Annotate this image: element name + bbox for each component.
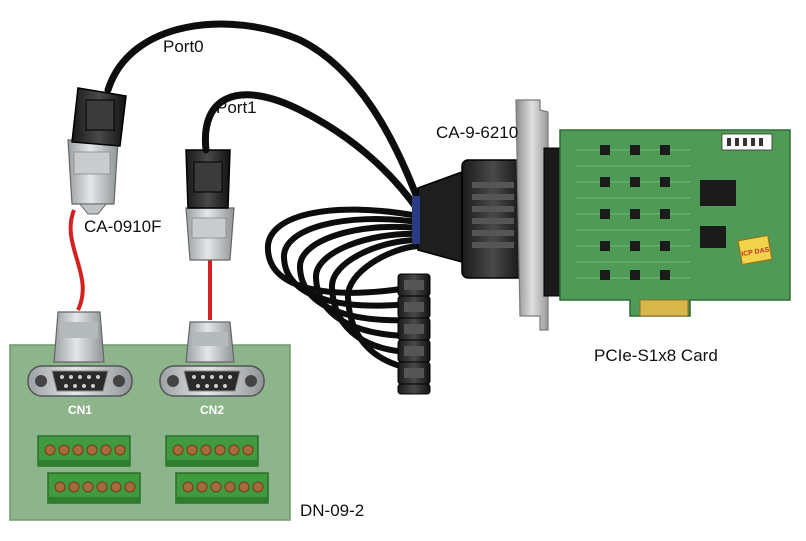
ca-0910f-socket-port1 (185, 207, 235, 261)
terminal-block-icon (37, 435, 131, 467)
db9-connector-icon (53, 311, 105, 363)
port0-label: Port0 (163, 37, 204, 56)
dn-09-2-board: CN1 CN2 (9, 344, 291, 521)
port1-plug-db9-connector-icon (185, 149, 231, 209)
cn2-label: CN2 (200, 403, 224, 417)
icp-das-logo-icon: ICP DAS (737, 234, 773, 266)
port0-plug-db9-connector-icon (71, 87, 127, 147)
db9-connector-icon (397, 273, 431, 395)
terminal-block-icon (47, 472, 141, 504)
red-cable-cn1 (68, 209, 85, 311)
icp-das-logo-text: ICP DAS (741, 247, 770, 259)
db37-connector-icon (412, 159, 543, 279)
cn1-label: CN1 (68, 403, 92, 417)
terminal-block-icon (165, 435, 259, 467)
cn1-db9-connector-icon (27, 365, 133, 397)
ca-0910f-socket-port0 (67, 139, 119, 215)
dn-09-2-label: DN-09-2 (300, 501, 364, 520)
ca-0910f-label: CA-0910F (84, 217, 161, 236)
cn2-db9-connector-icon (159, 365, 265, 397)
db9-connector-icon (185, 321, 235, 363)
pcie-card: ICP DAS (515, 99, 791, 331)
ca-9-6210-label: CA-9-6210 (436, 123, 518, 142)
pcie-card-label: PCIe-S1x8 Card (594, 346, 718, 365)
port1-label: Port1 (216, 98, 257, 117)
terminal-block-icon (175, 472, 269, 504)
ca-9-6210-cable-bundle (104, 20, 422, 371)
